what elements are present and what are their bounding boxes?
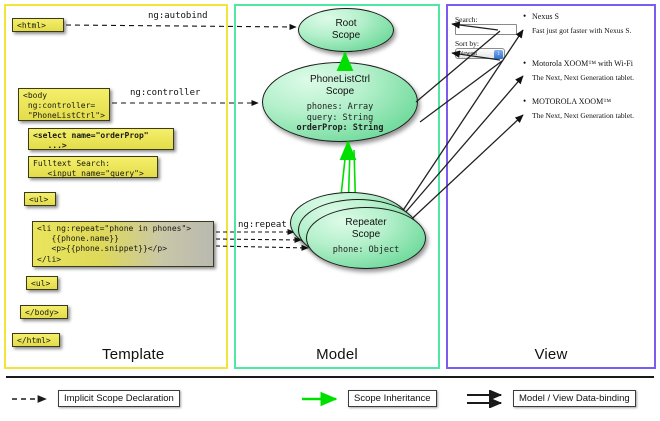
phone-name: Motorola XOOM™ with Wi-Fi <box>532 59 654 68</box>
search-input[interactable] <box>455 24 517 35</box>
repeater-scope-ellipse: Repeater Scope phone: Object <box>306 207 426 269</box>
phone-snippet: The Next, Next Generation tablet. <box>532 111 635 120</box>
legend-label-scope-inheritance: Scope Inheritance <box>348 390 437 407</box>
phone-snippet: The Next, Next Generation tablet. <box>532 73 635 82</box>
edge-label-ng-controller: ng:controller <box>130 88 201 98</box>
model-column: Model <box>234 4 440 369</box>
code-box-body-close: </body> <box>20 305 68 319</box>
code-box-body-open: <body ng:controller= "PhoneListCtrl"> <box>18 88 110 121</box>
legend-label-model-view-data-binding: Model / View Data-binding <box>513 390 636 407</box>
model-column-label: Model <box>316 346 358 363</box>
code-box-ul-close: <ul> <box>26 276 58 290</box>
edge-label-ng-repeat: ng:repeat <box>238 220 287 230</box>
legend-item-model-view-data-binding: Model / View Data-binding <box>465 389 636 409</box>
edge-label-ng-autobind: ng:autobind <box>148 11 208 21</box>
phone-list-item: Nexus S Fast just got faster with Nexus … <box>532 12 650 35</box>
code-box-ul-open: <ul> <box>24 192 56 206</box>
sort-by-select[interactable]: Newest ↕ <box>455 48 505 59</box>
repeater-scope-title: Repeater Scope <box>345 217 387 240</box>
phone-name: MOTOROLA XOOM™ <box>532 97 654 106</box>
code-box-html-open: <html> <box>12 18 64 32</box>
phonelistctrl-scope-props: phones: Array query: String <box>306 102 374 123</box>
code-box-fulltext-search: Fulltext Search: <input name="query"> <box>28 156 158 178</box>
green-arrow-icon <box>302 391 338 407</box>
template-column-label: Template <box>102 346 165 363</box>
root-scope-title: Root Scope <box>331 18 361 41</box>
search-label: Search: <box>455 15 478 24</box>
phone-list-item: MOTOROLA XOOM™ The Next, Next Generation… <box>532 97 654 120</box>
root-scope-ellipse: Root Scope <box>298 8 394 52</box>
legend-divider <box>6 376 654 378</box>
legend-item-scope-inheritance: Scope Inheritance <box>300 390 437 408</box>
sort-by-label: Sort by: <box>455 39 479 48</box>
legend-label-implicit-scope-declaration: Implicit Scope Declaration <box>58 390 180 407</box>
repeater-scope-props: phone: Object <box>332 245 400 255</box>
phone-list-item: Motorola XOOM™ with Wi-Fi The Next, Next… <box>532 59 654 82</box>
phonelistctrl-scope-ellipse: PhoneListCtrl Scope phones: Array query:… <box>262 62 418 142</box>
chevron-updown-icon: ↕ <box>494 50 503 59</box>
sort-by-selected-value: Newest <box>459 51 477 57</box>
phonelistctrl-scope-props-bold: orderProp: String <box>296 123 384 134</box>
view-column-label: View <box>534 346 568 363</box>
code-box-li-repeat: <li ng:repeat="phone in phones"> {{phone… <box>32 221 214 267</box>
phone-name: Nexus S <box>532 12 650 21</box>
code-box-select: <select name="orderProp" ...> <box>28 128 174 150</box>
code-box-html-close: </html> <box>12 333 60 347</box>
legend: Implicit Scope Declaration Scope Inherit… <box>0 376 660 421</box>
double-arrow-icon <box>467 389 503 409</box>
legend-item-implicit-scope-declaration: Implicit Scope Declaration <box>10 390 180 408</box>
phone-snippet: Fast just got faster with Nexus S. <box>532 26 632 35</box>
dashed-arrow-icon <box>12 395 47 403</box>
phonelistctrl-scope-title: PhoneListCtrl Scope <box>309 74 371 97</box>
